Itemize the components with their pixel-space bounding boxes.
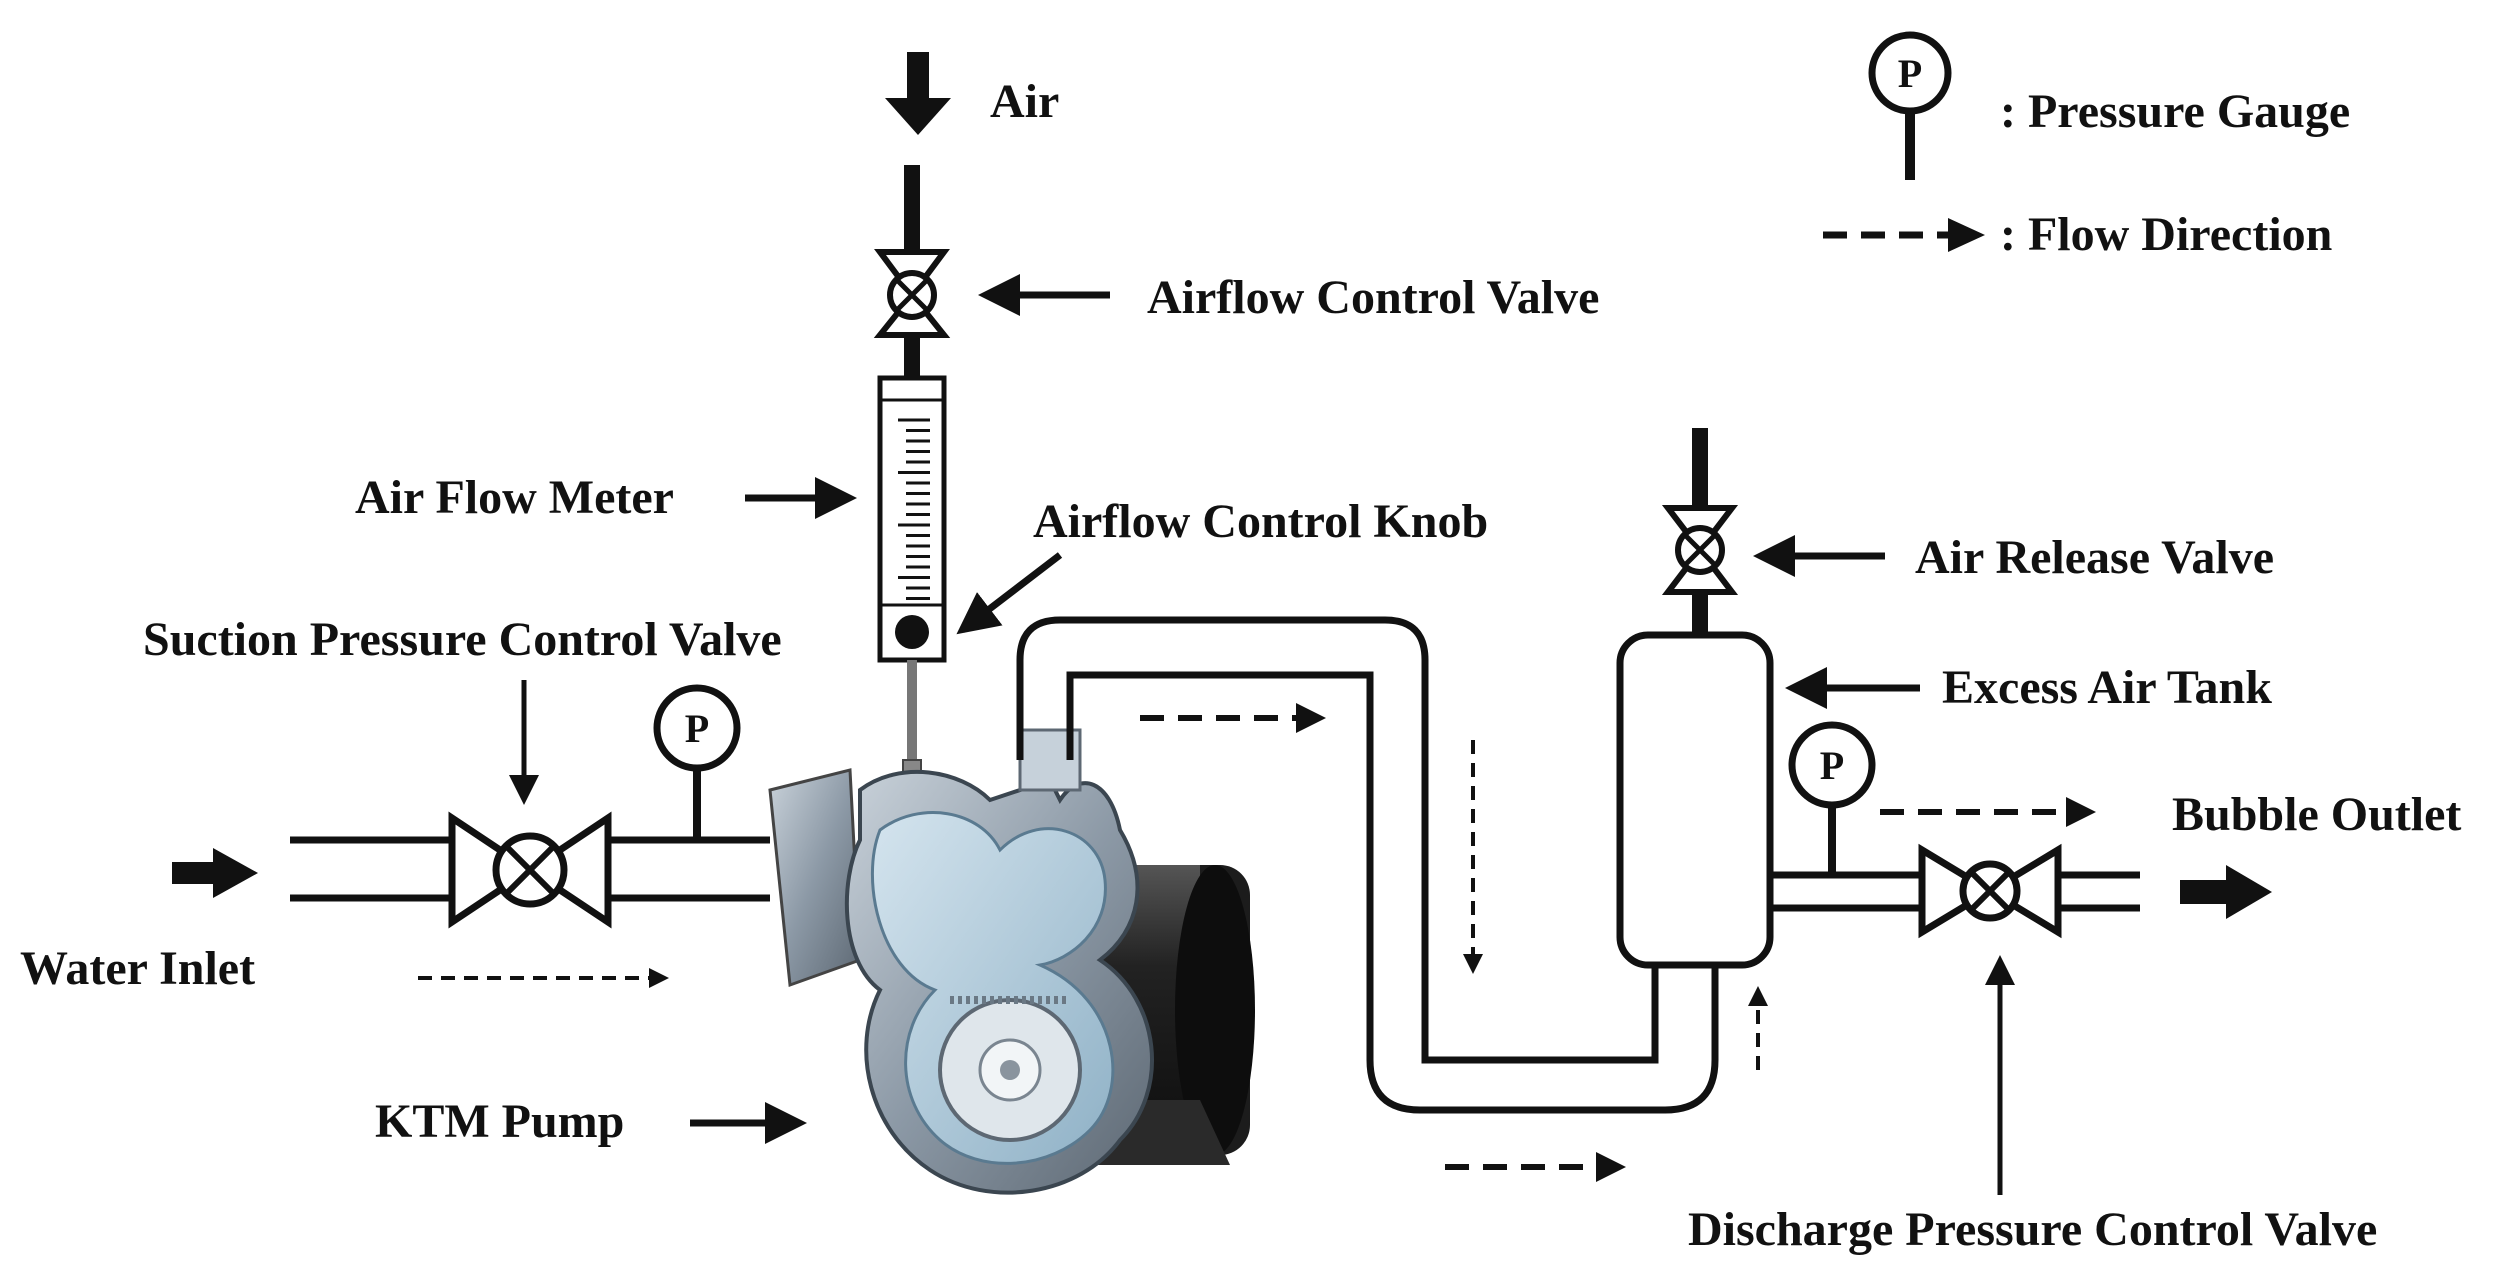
excess-air-tank-label: Excess Air Tank (1942, 661, 2272, 714)
pump-motor-end (1175, 865, 1255, 1155)
legend-pressure-gauge-label: : Pressure Gauge (2000, 85, 2350, 138)
outlet-gauge-letter: P (1820, 743, 1844, 788)
airflow-control-knob-label: Airflow Control Knob (1033, 495, 1488, 548)
suction-gauge-letter: P (685, 706, 709, 751)
air-release-valve-icon (1661, 505, 1739, 595)
air-release-valve-label: Air Release Valve (1915, 531, 2274, 584)
pump-shaft (1000, 1060, 1020, 1080)
suction-pressure-control-valve-label: Suction Pressure Control Valve (143, 613, 782, 666)
discharge-pressure-control-valve-label: Discharge Pressure Control Valve (1688, 1203, 2377, 1256)
outlet-pressure-gauge-icon: P (1788, 721, 1876, 875)
suction-pipe (290, 836, 770, 902)
outlet-pipe (1770, 871, 2140, 912)
discharge-pipe (1016, 616, 1719, 1114)
ktm-pump-label: KTM Pump (375, 1095, 624, 1148)
air-flow-meter-icon (877, 375, 947, 663)
legend-flow-direction-arrow-icon (1823, 218, 1985, 252)
ktm-pump-illustration (768, 728, 1255, 1195)
air-inlet-arrow-icon (885, 52, 951, 135)
suction-pressure-control-valve-icon (448, 811, 612, 929)
bubble-outlet-label: Bubble Outlet (2172, 788, 2461, 841)
excess-air-tank-icon (1616, 631, 1774, 969)
air-label: Air (990, 75, 1059, 128)
air-flow-meter-label: Air Flow Meter (355, 471, 674, 524)
water-inlet-arrow-icon (172, 848, 258, 898)
legend-flow-direction-label: : Flow Direction (2000, 208, 2332, 261)
pump-inlet-flange (768, 768, 862, 988)
airflow-control-knob-pointer (956, 552, 1063, 635)
legend-gauge-letter: P (1898, 51, 1922, 96)
legend-pressure-gauge-icon: P (1868, 31, 1952, 180)
discharge-pressure-control-valve-icon (1918, 843, 2062, 939)
bubble-outlet-arrow-icon (2180, 865, 2272, 919)
airflow-control-valve-label: Airflow Control Valve (1147, 271, 1599, 324)
legend: P : Pressure Gauge : Flow Direction (1823, 31, 2350, 261)
suction-pressure-gauge-icon: P (653, 684, 741, 840)
water-inlet-label: Water Inlet (20, 942, 255, 995)
airflow-control-valve-icon (873, 249, 951, 338)
